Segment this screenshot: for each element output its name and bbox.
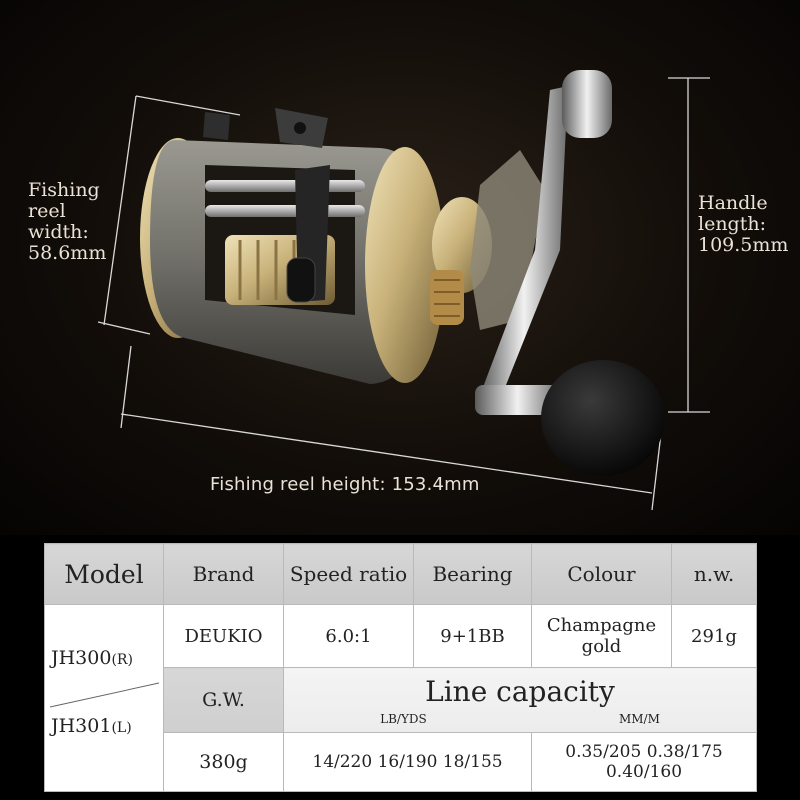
dimension-lines	[97, 77, 710, 511]
header-bearing: Bearing	[413, 543, 532, 605]
handle-dimension-label: Handle length: 109.5mm	[698, 193, 798, 256]
frame-rod	[205, 180, 365, 192]
header-nw: n.w.	[671, 543, 757, 605]
header-speed-ratio: Speed ratio	[283, 543, 414, 605]
height-dimension-label: Fishing reel height: 153.4mm	[210, 474, 480, 495]
cast-control-knob	[430, 270, 464, 325]
right-side-plate	[365, 147, 445, 383]
width-dimension-label: Fishing reel width: 58.6mm	[28, 180, 128, 264]
width-label-line: width:	[28, 221, 89, 243]
line-capacity-lb-values: 14/220 16/190 18/155	[283, 732, 532, 792]
spec-table: Model Brand Speed ratio Bearing Colour n…	[44, 543, 757, 792]
line-capacity-values-row: 380g 14/220 16/190 18/155 0.35/205 0.38/…	[45, 732, 757, 792]
handle-top-knob	[562, 70, 612, 138]
gw-label: G.W.	[163, 667, 284, 733]
value-bearing: 9+1BB	[413, 604, 532, 668]
line-capacity-unit-mm: MM/M	[618, 711, 660, 726]
header-colour: Colour	[531, 543, 672, 605]
handle-arm	[480, 86, 568, 400]
line-guide-slot	[286, 257, 316, 303]
header-brand: Brand	[163, 543, 284, 605]
value-brand: DEUKIO	[163, 604, 284, 668]
width-label-line: 58.6mm	[28, 242, 107, 264]
frame-rod	[205, 205, 365, 217]
line-capacity-header: Line capacity LB/YDS MM/M	[283, 667, 757, 733]
handle-label-line: Handle	[698, 192, 768, 214]
spec-values-row: JH300(R) JH301(L) DEUKIO 6.0:1 9+1BB Cha…	[44, 604, 757, 792]
value-speed-ratio: 6.0:1	[283, 604, 414, 668]
value-colour: Champagne gold	[531, 604, 672, 668]
line-capacity-title: Line capacity	[425, 674, 615, 708]
fishing-reel-illustration	[97, 70, 710, 511]
gw-value: 380g	[163, 732, 284, 792]
value-nw: 291g	[671, 604, 757, 668]
product-image-area: Fishing reel width: 58.6mm Handle length…	[0, 0, 800, 535]
handle-shaft	[475, 385, 560, 415]
width-label-line: reel	[28, 200, 66, 222]
handle-label-line: 109.5mm	[698, 234, 789, 256]
model-divider-line	[49, 682, 160, 708]
spec-header-row: Model Brand Speed ratio Bearing Colour n…	[44, 543, 757, 605]
colour-line: Champagne	[546, 615, 657, 636]
width-label-line: Fishing	[28, 179, 100, 201]
colour-line: gold	[581, 636, 622, 657]
line-capacity-unit-lb: LB/YDS	[380, 711, 427, 726]
handle-bottom-knob	[541, 360, 665, 476]
model-left-hand: JH301(L)	[51, 715, 132, 737]
header-model: Model	[44, 543, 164, 605]
line-capacity-mm-values: 0.35/205 0.38/175 0.40/160	[531, 732, 757, 792]
model-cell: JH300(R) JH301(L)	[44, 604, 164, 792]
handle-label-line: length:	[698, 213, 766, 235]
model-right-hand: JH300(R)	[51, 647, 133, 669]
